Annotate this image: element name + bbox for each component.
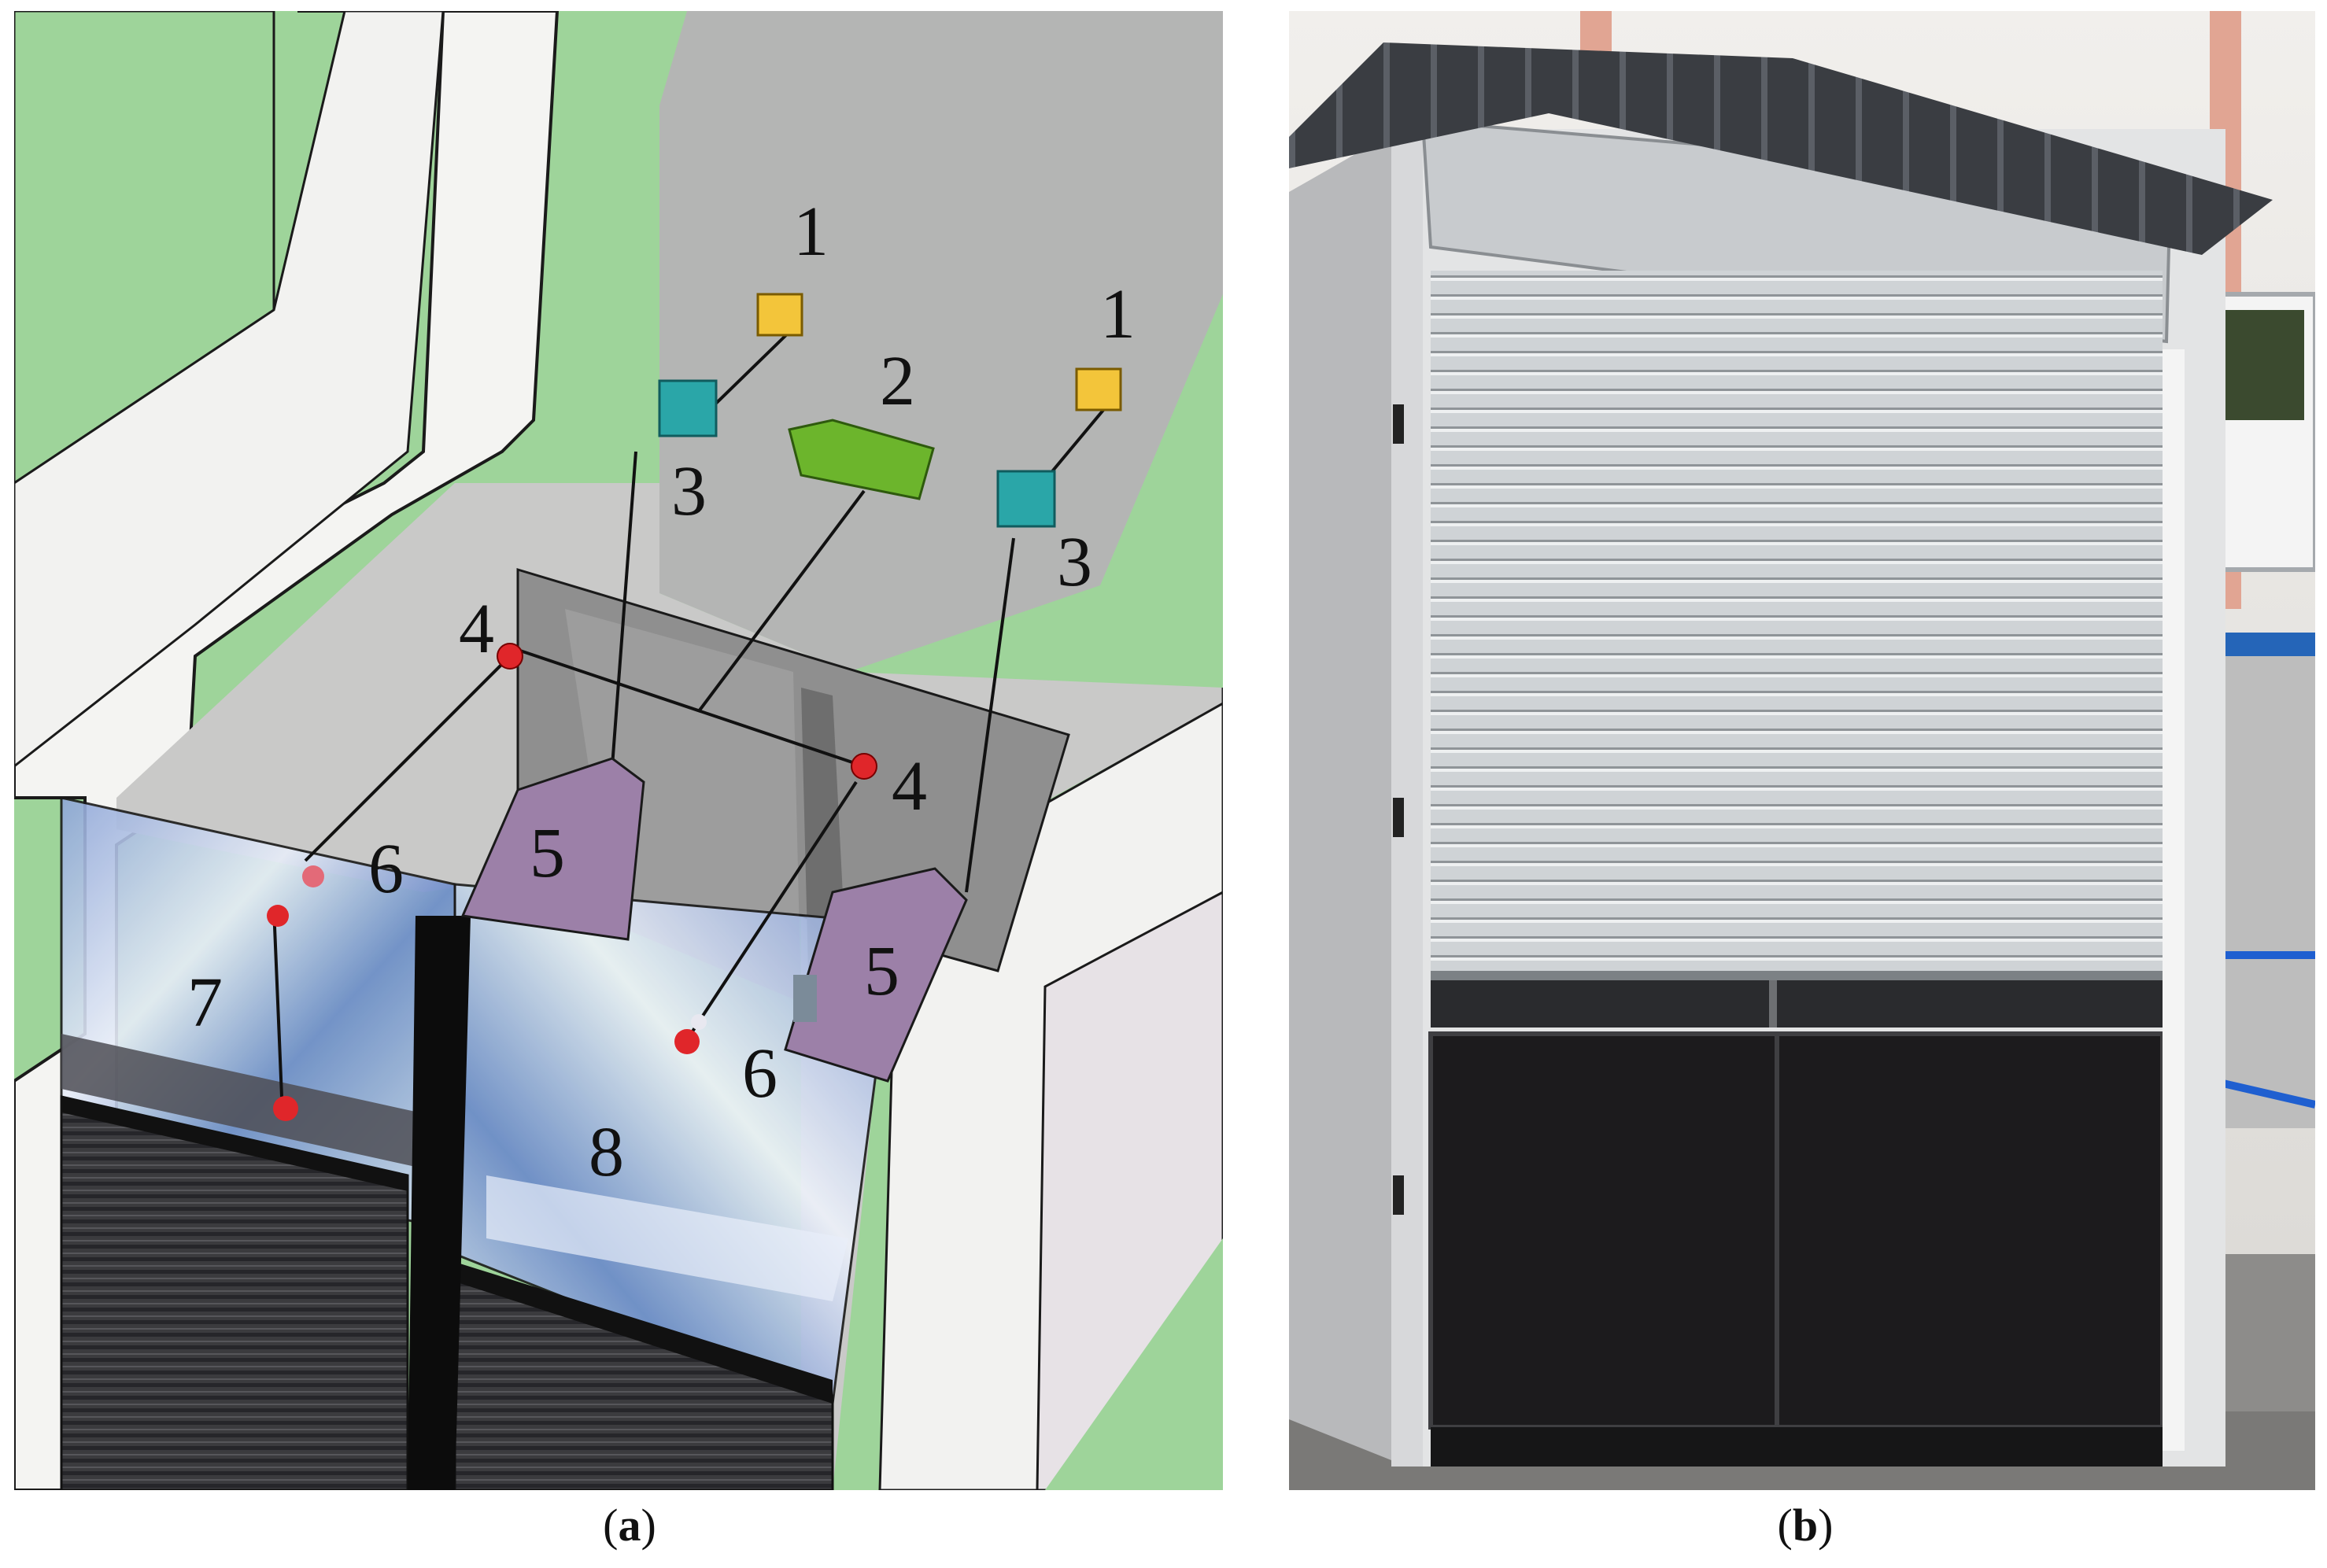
- glazing-divider: [1769, 980, 1777, 1028]
- cabinet-right-frame: [2163, 349, 2185, 1451]
- label-3-right: 3: [1057, 523, 1092, 601]
- cabinet-doors[interactable]: [1428, 1031, 2165, 1430]
- shutter-bottom-bar: [1431, 971, 2163, 980]
- hinge-top: [1393, 404, 1404, 444]
- roller-shutter[interactable]: [1431, 271, 2163, 979]
- louver-front-left: [60, 1095, 409, 1490]
- valve-6-right-body[interactable]: [793, 975, 817, 1022]
- block-5-left[interactable]: [460, 757, 645, 941]
- block-5-right[interactable]: [784, 867, 968, 1083]
- label-6-right: 6: [742, 1035, 778, 1112]
- label-6-left: 6: [368, 830, 404, 908]
- node-4-left[interactable]: [497, 643, 523, 670]
- valve-6-left-bottom[interactable]: [273, 1096, 298, 1121]
- cabinet-base: [1431, 1427, 2163, 1467]
- tank-right-bottom: [486, 1175, 848, 1301]
- roof-canopy: [1289, 42, 2273, 255]
- label-2: 2: [880, 342, 915, 420]
- node-4-right[interactable]: [851, 753, 877, 780]
- label-1-right: 1: [1100, 275, 1136, 353]
- label-4-right: 4: [892, 747, 927, 825]
- valve-6-right[interactable]: [674, 1029, 700, 1054]
- label-3-left: 3: [671, 452, 707, 530]
- label-1-left: 1: [793, 193, 829, 271]
- grass-bottom-right: [1045, 1238, 1223, 1490]
- label-5-right: 5: [864, 932, 899, 1010]
- diagram-panel-a: 1 1 2 3 3 4 4 5 5 6 6 7 8: [14, 11, 1223, 1490]
- label-4-left: 4: [459, 590, 494, 668]
- photo-svg: [1289, 11, 2315, 1490]
- glazing-strip: [1431, 980, 2163, 1028]
- wiring: [272, 330, 1110, 1098]
- left-wall-face: [14, 11, 445, 768]
- hinge-middle: [1393, 798, 1404, 837]
- unit-2-bar[interactable]: [788, 419, 935, 500]
- sensor-1-left[interactable]: [756, 293, 803, 337]
- caption-letter-b: b: [1792, 1500, 1819, 1551]
- diagram-svg: 1 1 2 3 3 4 4 5 5 6 6 7 8: [14, 11, 1223, 1490]
- module-3-left[interactable]: [658, 379, 718, 437]
- sensor-1-right[interactable]: [1075, 367, 1122, 411]
- right-wall-side: [1036, 688, 1223, 1490]
- hinge-bottom: [1393, 1175, 1404, 1215]
- valve-6-right-cap: [691, 1014, 707, 1030]
- center-separator: [408, 916, 471, 1490]
- valve-6-left-lower[interactable]: [267, 905, 289, 927]
- caption-letter-a: a: [618, 1500, 641, 1551]
- label-5-left: 5: [530, 814, 565, 892]
- louver-edge-right: [455, 1262, 833, 1404]
- photo-panel-b: [1289, 11, 2315, 1490]
- cabinet-corner: [1391, 113, 1423, 1467]
- module-3-right[interactable]: [996, 470, 1056, 528]
- tank-left-sump: [61, 1034, 455, 1175]
- back-wall: [659, 11, 1223, 672]
- louver-edge-left: [61, 1097, 408, 1191]
- label-7: 7: [187, 964, 223, 1042]
- label-8: 8: [589, 1113, 624, 1191]
- cabinet-side: [1289, 129, 1407, 1467]
- caption-panel-a: (a): [603, 1500, 656, 1551]
- caption-panel-b: (b): [1777, 1500, 1834, 1551]
- valve-6-left[interactable]: [302, 865, 324, 887]
